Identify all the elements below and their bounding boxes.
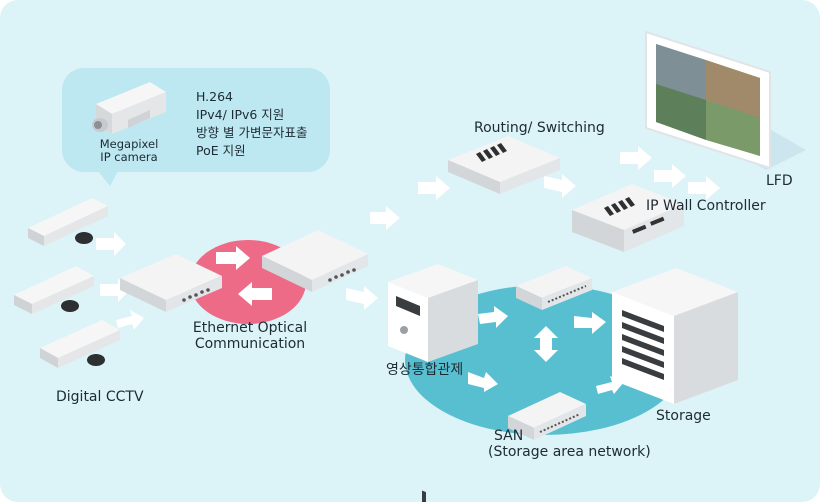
arrow-control-to-san-down — [468, 372, 498, 392]
label-ip-wall-controller: IP Wall Controller — [646, 198, 766, 214]
label-san-line2: (Storage area network) — [488, 444, 651, 460]
label-routing-switching: Routing/ Switching — [474, 120, 605, 136]
arrow-to-lfd-1 — [620, 146, 652, 170]
arrow-to-routing-1 — [370, 206, 400, 230]
ip-wall-controller-icon — [572, 184, 684, 252]
arrow-updown — [534, 326, 558, 362]
arrow-to-control — [346, 286, 378, 310]
routing-switch-icon — [448, 136, 560, 194]
lfd-display-icon — [645, 30, 806, 170]
control-center-server-icon — [388, 264, 478, 502]
label-storage: Storage — [656, 408, 711, 424]
arrow-to-lfd-3 — [688, 176, 720, 200]
storage-switch-icon — [516, 266, 592, 310]
arrow-control-to-san-up — [478, 306, 508, 328]
label-lfd: LFD — [766, 173, 793, 189]
cctv-camera-2-icon — [14, 266, 94, 314]
flow-arrows — [96, 146, 720, 394]
san-switch-icon — [508, 392, 586, 440]
label-control-center: 영상통합관제 — [386, 362, 464, 378]
arrow-control-to-storage — [574, 312, 606, 334]
optical-switch-icon — [262, 230, 368, 292]
edge-switch-icon — [120, 254, 222, 312]
arrow-camera1-to-switch — [96, 232, 126, 256]
camera-label-line1: Megapixel — [99, 137, 159, 151]
arrow-to-lfd-2 — [654, 164, 686, 188]
arrow-to-routing-2 — [418, 176, 450, 200]
storage-unit-icon — [612, 268, 738, 404]
arrow-ethernet-right — [216, 246, 250, 270]
label-san-line1: SAN — [494, 428, 524, 444]
camera-label-line2: IP camera — [100, 150, 158, 164]
arrow-routing-to-wall — [544, 174, 576, 198]
feature-poe: PoE 지원 — [196, 143, 246, 158]
label-ethernet-optical-line1: Ethernet Optical — [192, 320, 308, 336]
feature-ipv4-ipv6: IPv4/ IPv6 지원 — [196, 107, 285, 122]
cctv-camera-1-icon — [28, 198, 108, 246]
feature-h264: H.264 — [196, 89, 234, 104]
megapixel-camera-icon — [92, 82, 166, 134]
feature-variable-text: 방향 별 가변문자표출 — [196, 125, 308, 140]
arrow-ethernet-left — [238, 282, 272, 306]
label-ethernet-optical-line2: Communication — [194, 336, 306, 352]
arrow-camera3-to-switch — [116, 310, 144, 330]
label-digital-cctv: Digital CCTV — [56, 389, 144, 405]
cctv-camera-3-icon — [40, 320, 120, 368]
